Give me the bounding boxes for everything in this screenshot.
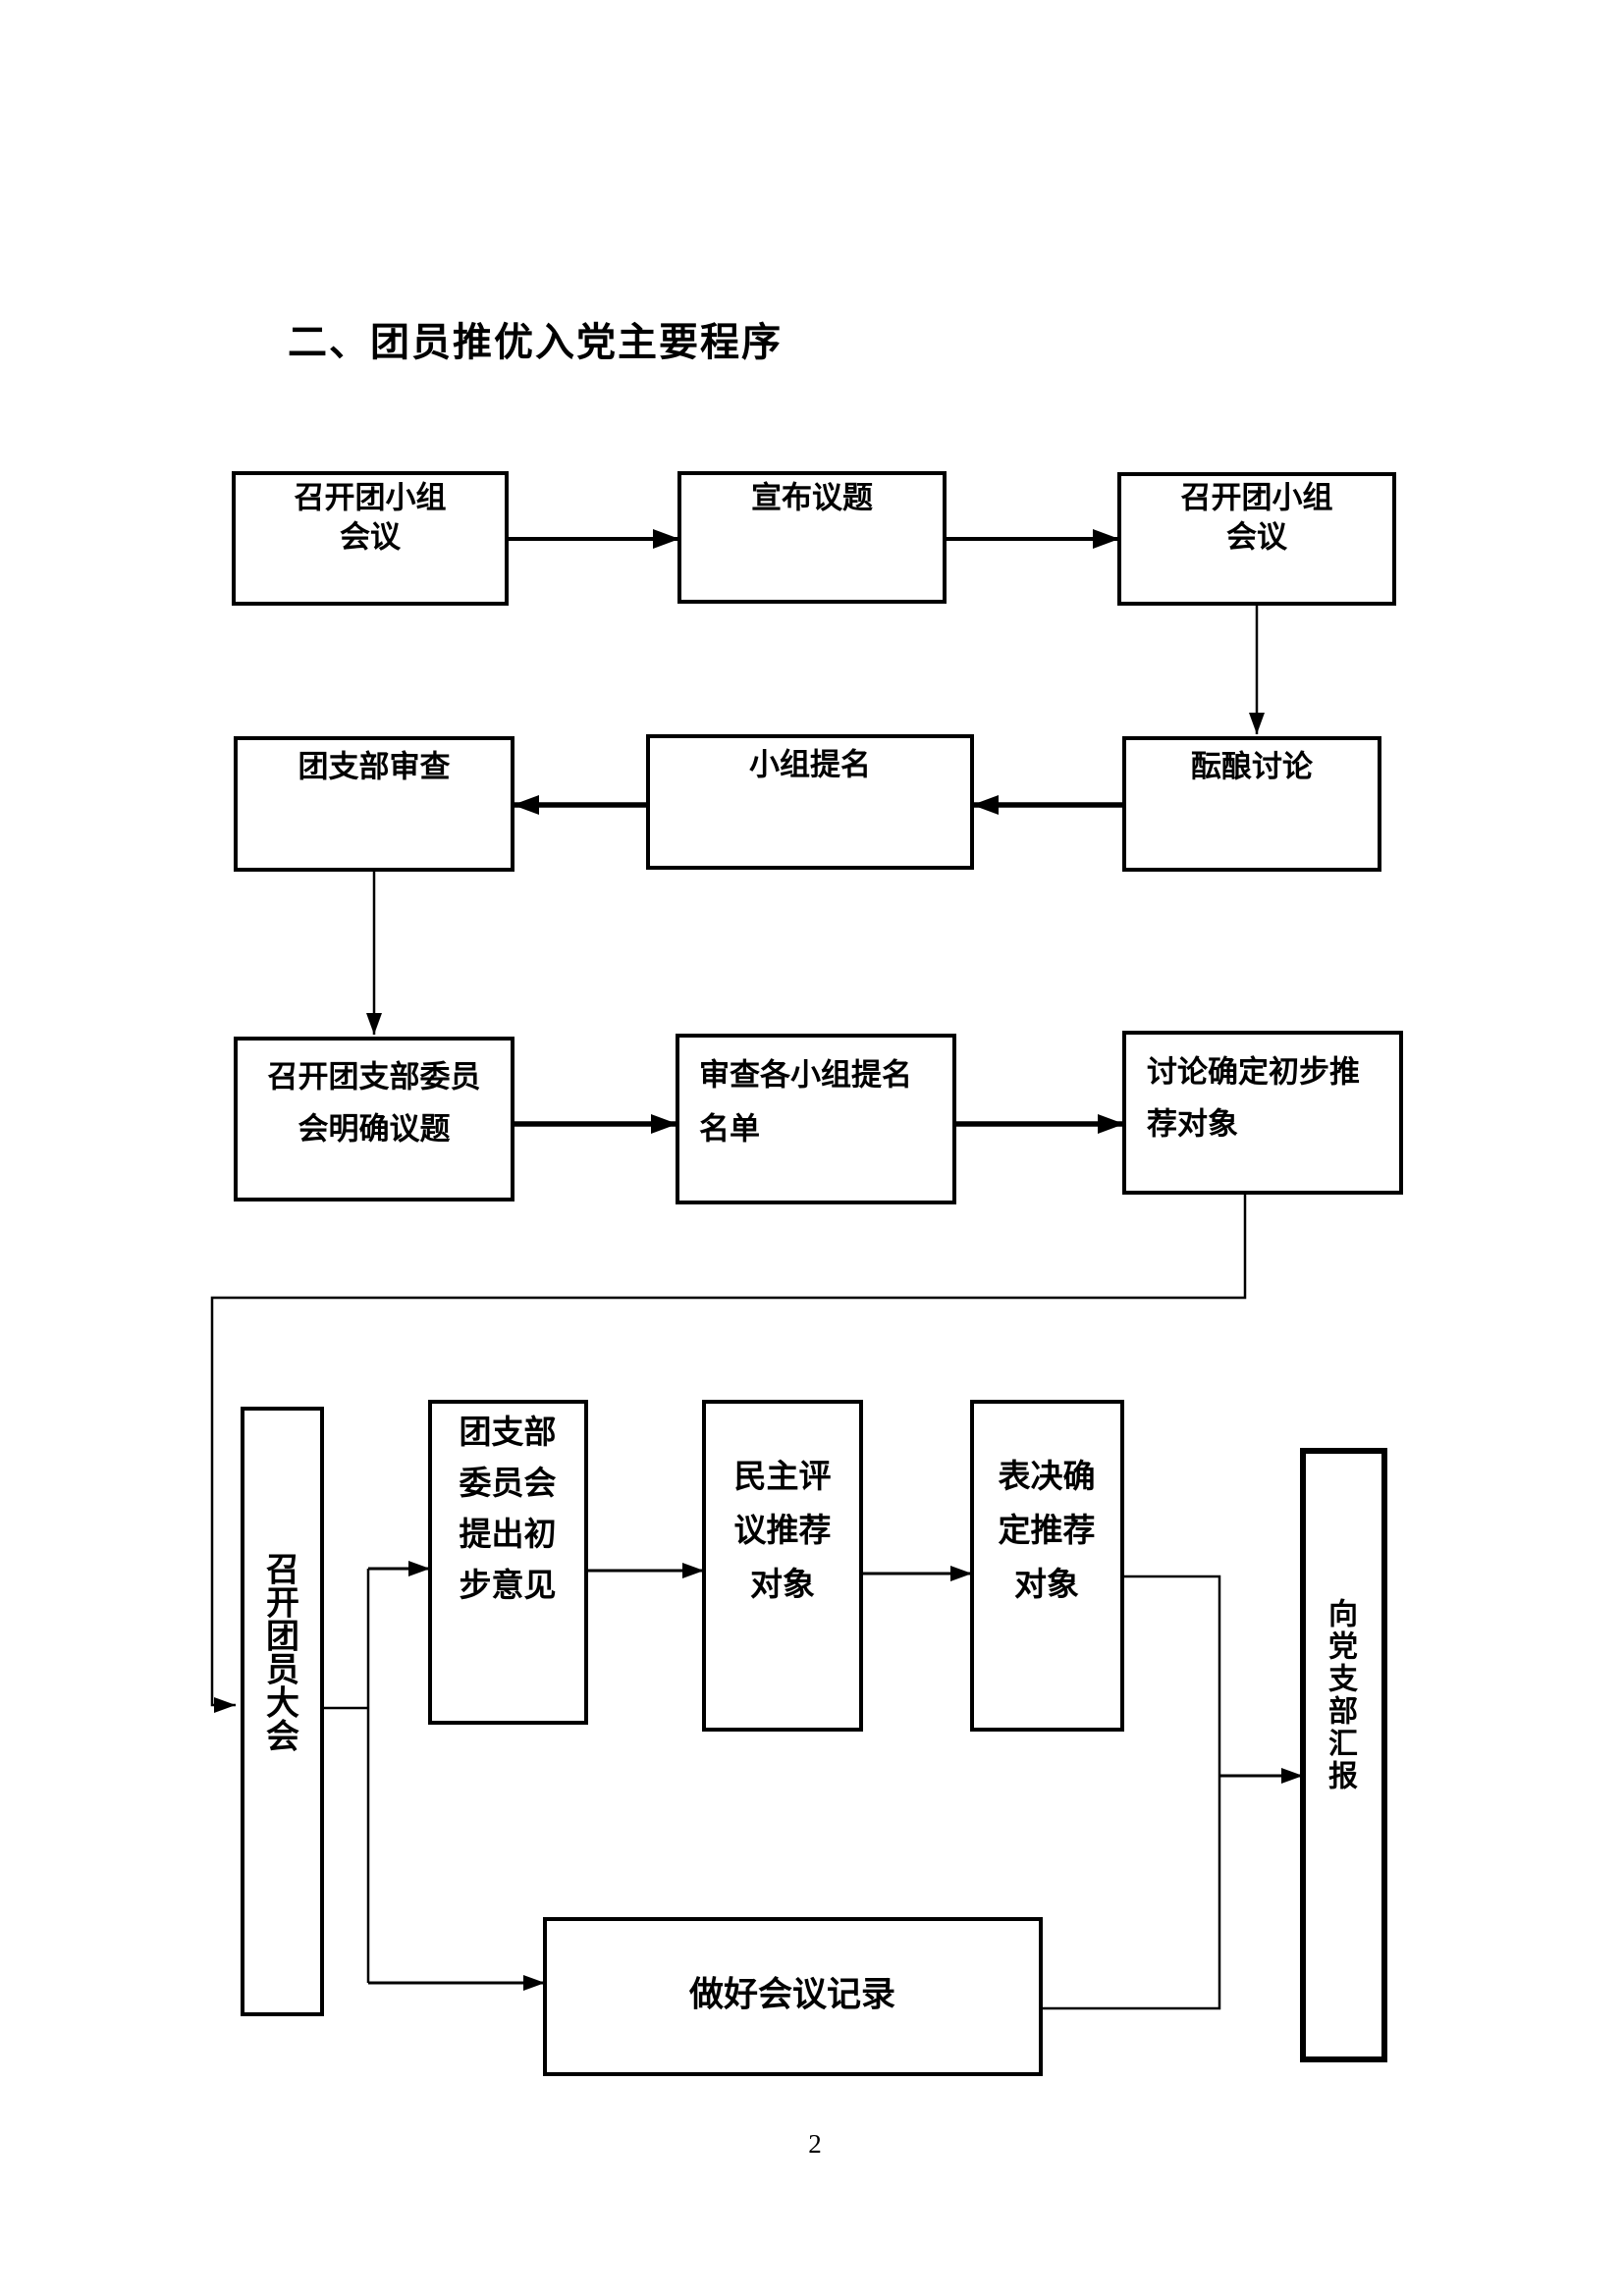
node-box (1122, 736, 1381, 872)
node-label-line: 召开团小组 (295, 481, 447, 515)
node-label-line: 召开团支部委员 (268, 1060, 481, 1095)
node-review-nomination-list: 审查各小组提名 名单 (676, 1034, 956, 1204)
node-democratic-review: 民主评 议推荐 对象 (702, 1400, 863, 1732)
connector-vote-minutes-junction (1041, 1575, 1221, 2010)
node-meeting-minutes: 做好会议记录 (543, 1917, 1043, 2076)
node-label-char: 部 (1328, 1695, 1358, 1729)
node-label-line: 会议 (1226, 520, 1288, 555)
node-label-line: 步意见 (460, 1567, 557, 1604)
node-label-line: 团支部 (460, 1415, 557, 1451)
node-label-line: 定推荐 (999, 1512, 1096, 1549)
node-announce-topic: 宣布议题 (677, 471, 947, 604)
node-branch-committee-topic: 召开团支部委员 会明确议题 (234, 1037, 514, 1201)
node-label-char: 员 (266, 1653, 299, 1689)
node-box (232, 471, 509, 606)
page-number: 2 (808, 2129, 822, 2159)
node-label-line: 团支部审查 (298, 750, 451, 784)
node-vote-confirm: 表决确 定推荐 对象 (970, 1400, 1124, 1732)
node-box (234, 1037, 514, 1201)
node-label-char: 召 (266, 1553, 299, 1589)
node-label-line: 提出初 (460, 1517, 557, 1553)
node-convene-group-meeting-2: 召开团小组 会议 (1117, 472, 1396, 606)
node-label-line: 对象 (1014, 1567, 1079, 1603)
node-label-char: 团 (266, 1620, 299, 1656)
node-report-to-party: 向 党 支 部 汇 报 (1300, 1448, 1387, 2062)
page-title: 二、团员推优入党主要程序 (288, 321, 783, 364)
node-box (676, 1034, 956, 1204)
node-label-line: 小组提名 (749, 748, 871, 782)
node-label-line: 荐对象 (1147, 1107, 1238, 1142)
node-label-line: 议推荐 (734, 1513, 832, 1549)
node-group-nomination: 小组提名 (646, 734, 974, 870)
node-box (1300, 1448, 1387, 2062)
node-label-char: 会 (266, 1719, 299, 1756)
node-convene-group-meeting-1: 召开团小组 会议 (232, 471, 509, 606)
node-label-line: 表决确 (999, 1459, 1096, 1495)
node-label-line: 会议 (340, 520, 402, 555)
node-label-char: 党 (1328, 1631, 1358, 1664)
node-label-line: 酝酿讨论 (1191, 750, 1314, 784)
node-box (970, 1400, 1124, 1732)
node-box (677, 471, 947, 604)
node-label-line: 委员会 (460, 1466, 557, 1502)
node-label-line: 讨论确定初步推 (1147, 1055, 1360, 1090)
node-box (543, 1917, 1043, 2076)
node-label-char: 向 (1328, 1599, 1358, 1631)
node-label-char: 大 (266, 1685, 299, 1723)
node-box (646, 734, 974, 870)
node-discuss-preliminary: 讨论确定初步推 荐对象 (1122, 1031, 1403, 1195)
node-member-assembly: 召 开 团 员 大 会 (241, 1407, 324, 2016)
node-label-line: 民主评 (734, 1459, 832, 1495)
node-label-line: 会明确议题 (298, 1112, 451, 1147)
node-label-line: 对象 (750, 1567, 815, 1603)
node-label-line: 召开团小组 (1181, 481, 1333, 515)
node-label-line: 名单 (699, 1112, 760, 1147)
node-label-char: 开 (266, 1586, 299, 1623)
node-label-line: 做好会议记录 (688, 1976, 895, 2014)
node-branch-review: 团支部审查 (234, 736, 514, 872)
connector-preliminary-to-assembly (210, 1193, 1247, 1713)
node-box (702, 1400, 863, 1732)
node-committee-initial-opinion: 团支部 委员会 提出初 步意见 (428, 1400, 588, 1725)
node-box (428, 1400, 588, 1725)
node-box (241, 1407, 324, 2016)
node-label-char: 支 (1328, 1664, 1358, 1696)
node-box (1122, 1031, 1403, 1195)
node-label-char: 报 (1328, 1761, 1358, 1793)
node-label-line: 审查各小组提名 (699, 1058, 912, 1093)
node-brewing-discussion: 酝酿讨论 (1122, 736, 1381, 872)
node-label-line: 宣布议题 (751, 481, 873, 515)
node-label-char: 汇 (1328, 1729, 1358, 1761)
